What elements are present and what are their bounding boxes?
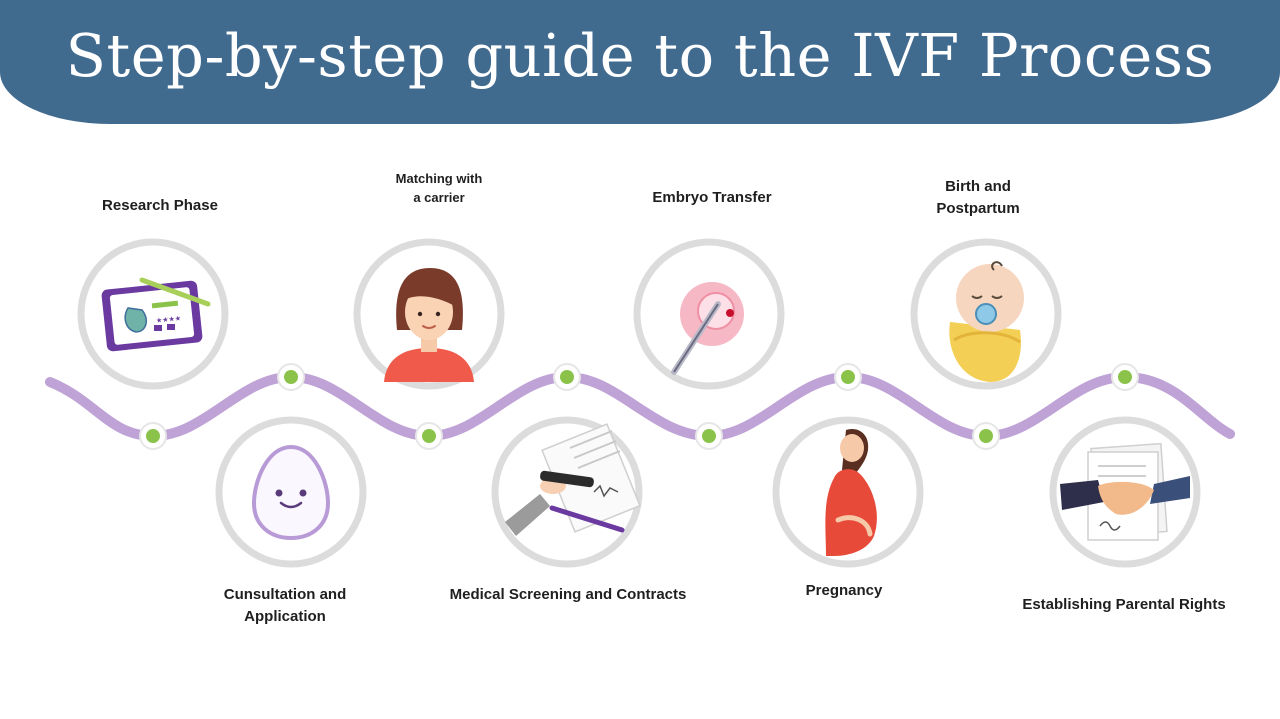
embryo-pipette-icon (671, 282, 744, 375)
step-circle-consultation (215, 416, 367, 568)
step-circle-parental (1049, 416, 1201, 568)
step-label-line: Embryo Transfer (652, 189, 772, 206)
timeline-node (415, 422, 443, 450)
swaddled-baby-icon (949, 261, 1024, 382)
step-circle-transfer (633, 238, 785, 390)
timeline-node (553, 363, 581, 391)
timeline-node (139, 422, 167, 450)
timeline-node (1111, 363, 1139, 391)
step-circle-birth (910, 238, 1062, 390)
pregnant-woman-icon (825, 428, 877, 556)
step-label-pregnancy: Pregnancy (806, 580, 883, 602)
step-circle-matching (353, 238, 505, 390)
step-label-parental: Establishing Parental Rights (1022, 594, 1225, 616)
step-label-line: Postpartum (936, 200, 1020, 217)
step-label-transfer: Embryo Transfer (652, 187, 771, 209)
timeline-nodes (139, 363, 1139, 450)
step-label-line: Application (244, 608, 326, 625)
timeline-node (972, 422, 1000, 450)
step-label-birth: Birth and Postpartum (936, 176, 1019, 220)
timeline-wave (45, 371, 1235, 442)
tablet-review-icon: ★★★★ (101, 277, 211, 352)
step-label-line: Birth and (945, 178, 1011, 195)
signing-contract-icon (505, 423, 641, 536)
step-label-line: Establishing Parental Rights (1022, 596, 1226, 613)
step-circle-pregnancy (772, 416, 924, 568)
woman-avatar-icon (384, 268, 474, 382)
timeline-node (695, 422, 723, 450)
step-label-line: a carrier (413, 190, 465, 205)
step-label-line: Cunsultation and (223, 586, 347, 603)
egg-face-icon (251, 444, 331, 541)
step-circle-research: ★★★★ (77, 238, 229, 390)
step-label-line: Medical Screening and Contracts (449, 586, 687, 603)
step-label-line: Matching with (395, 171, 483, 186)
step-label-matching: Matching with a carrier (396, 169, 483, 207)
step-label-consultation: Cunsultation and Application (224, 584, 347, 628)
timeline-node (277, 363, 305, 391)
step-label-research: Research Phase (102, 195, 218, 217)
step-label-line: Pregnancy (805, 582, 883, 599)
page-title: Step-by-step guide to the IVF Process (65, 21, 1215, 90)
header-banner (0, 0, 1280, 124)
svg-text:★★★★: ★★★★ (156, 314, 182, 325)
handshake-documents-icon (1060, 442, 1190, 541)
step-label-line: Research Phase (102, 197, 218, 214)
timeline-node (834, 363, 862, 391)
step-label-screening: Medical Screening and Contracts (450, 584, 687, 606)
step-circle-screening (491, 416, 643, 568)
